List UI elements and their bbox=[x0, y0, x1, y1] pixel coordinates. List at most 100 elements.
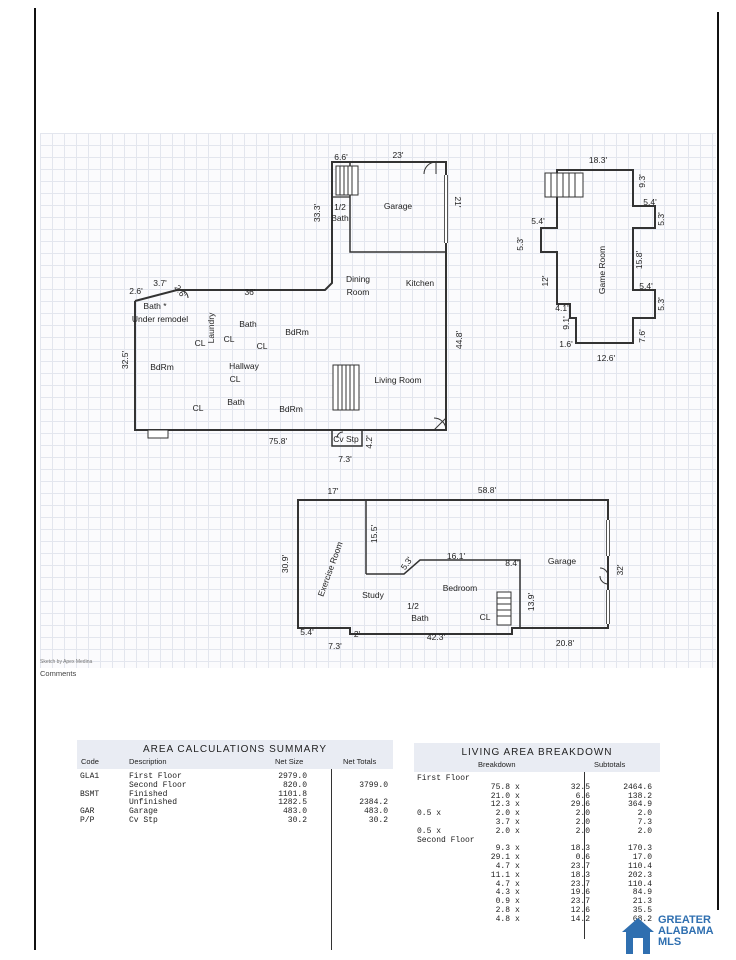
upper-dimension-label: 3.7' bbox=[153, 278, 167, 288]
summary-row-cell: 3799.0 bbox=[359, 780, 388, 790]
upper-dimension-label: 2.6' bbox=[129, 286, 143, 296]
upper-room-label: CL bbox=[193, 403, 204, 413]
stairs-upper-bath bbox=[335, 165, 359, 196]
summary-row-cell: 2384.2 bbox=[359, 798, 388, 808]
breakdown-row-cell: 9.3 bbox=[495, 844, 510, 854]
breakdown-row-cell: 29.6 bbox=[570, 800, 590, 810]
living-area-breakdown: LIVING AREA BREAKDOWN Breakdown Subtotal… bbox=[414, 743, 660, 939]
upper-floor-outline bbox=[134, 161, 447, 431]
basement-dimension-label: 17' bbox=[327, 486, 338, 496]
area-calculations-summary: AREA CALCULATIONS SUMMARY Code Descripti… bbox=[77, 740, 393, 950]
breakdown-row-cell: x bbox=[515, 809, 520, 819]
breakdown-row-cell: x bbox=[515, 914, 520, 924]
summary-row-cell: Cv Stp bbox=[129, 816, 158, 825]
summary-row-cell: Garage bbox=[129, 807, 158, 817]
badge-line-2: ALABAMA bbox=[658, 925, 714, 937]
breakdown-row-cell: 0.9 bbox=[495, 897, 510, 907]
upper-room-label: Garage bbox=[384, 201, 413, 211]
breakdown-row-cell: x bbox=[515, 844, 520, 854]
breakdown-row-cell: 23.7 bbox=[570, 897, 590, 907]
breakdown-row-cell: 21.0 bbox=[490, 791, 510, 801]
breakdown-row-cell: 14.2 bbox=[570, 914, 590, 924]
upper-room-label: CL bbox=[224, 334, 235, 344]
basement-room-label: CL bbox=[480, 612, 491, 622]
upper-dimension-label: 75.8' bbox=[269, 436, 288, 446]
upper-room-label: Hallway bbox=[229, 361, 260, 371]
upper-dimension-label: 23' bbox=[392, 150, 403, 160]
breakdown-row-cell: x bbox=[515, 870, 520, 880]
breakdown-row-cell: x bbox=[515, 791, 520, 801]
greater-alabama-mls-badge: GREATER ALABAMA MLS bbox=[618, 914, 736, 960]
basement-dimension-label: 16.1' bbox=[447, 551, 466, 561]
summary-row-cell: 1101.8 bbox=[278, 789, 307, 799]
breakdown-row-cell: x bbox=[515, 853, 520, 863]
breakdown-row-cell: 29.1 bbox=[490, 853, 510, 863]
game-dimension-label: 12.6' bbox=[597, 353, 616, 363]
breakdown-row-cell: 32.5 bbox=[570, 782, 590, 792]
basement-dimension-label: 13.9' bbox=[526, 593, 536, 612]
breakdown-row-cell: 17.0 bbox=[632, 853, 652, 863]
breakdown-row-cell: 2.0 bbox=[575, 818, 590, 827]
right-border bbox=[717, 12, 719, 910]
breakdown-row-cell: 12.6 bbox=[570, 906, 590, 915]
basement-room-label: Exercise Room bbox=[316, 540, 345, 598]
game-dimension-label: 5.3' bbox=[515, 237, 525, 251]
basement-room-label: Bedroom bbox=[443, 583, 478, 593]
upper-dimension-label: 7.3' bbox=[338, 454, 352, 464]
breakdown-row-cell: 2.0 bbox=[575, 826, 590, 836]
game-dimension-label: 12' bbox=[540, 275, 550, 286]
breakdown-col-breakdown: Breakdown bbox=[478, 760, 516, 769]
breakdown-row-cell: 21.3 bbox=[632, 897, 652, 907]
breakdown-row-cell: 18.3 bbox=[570, 844, 590, 854]
summary-row-cell: 483.0 bbox=[363, 807, 388, 817]
basement-dimension-label: 5.4' bbox=[300, 627, 314, 637]
upper-room-label: CL bbox=[195, 338, 206, 348]
summary-row-cell: 30.2 bbox=[287, 816, 307, 825]
breakdown-row-cell: 4.3 bbox=[495, 888, 510, 898]
breakdown-row-cell: Second Floor bbox=[417, 835, 475, 845]
breakdown-row-cell: 4.7 bbox=[495, 879, 510, 889]
summary-row-cell: Unfinished bbox=[129, 798, 178, 808]
upper-room-label: Bath bbox=[227, 397, 245, 407]
game-dimension-label: 5.4' bbox=[639, 281, 653, 291]
game-dimension-label: 5.4' bbox=[643, 197, 657, 207]
breakdown-row-cell: 110.4 bbox=[627, 862, 652, 871]
game-dimension-label: 4.1' bbox=[555, 303, 569, 313]
summary-col-net-size: Net Size bbox=[275, 757, 304, 766]
game-dimension-label: 9.3' bbox=[637, 174, 647, 188]
breakdown-row-cell: 2.0 bbox=[575, 809, 590, 819]
summary-row-cell: GAR bbox=[80, 807, 95, 817]
breakdown-divider bbox=[584, 772, 585, 939]
breakdown-row-cell: 2.0 bbox=[495, 826, 510, 836]
bedroom-wall bbox=[366, 559, 521, 628]
upper-room-label: Cv Stp bbox=[333, 434, 359, 444]
breakdown-row-cell: 110.4 bbox=[627, 879, 652, 889]
basement-room-label: 1/2 bbox=[407, 601, 419, 611]
upper-dimension-label: 6.6' bbox=[334, 152, 348, 162]
upper-room-label: Under remodel bbox=[132, 314, 188, 324]
summary-col-description: Description bbox=[129, 757, 167, 766]
upper-dimension-label: 2.6' bbox=[173, 283, 189, 300]
breakdown-row-cell: 19.6 bbox=[570, 888, 590, 898]
floor-plan-sketch: 6.6'23'21'33.3'3.7'2.6'2.6'36'32.5'44.8'… bbox=[120, 150, 666, 651]
basement-dimension-label: 20.8' bbox=[556, 638, 575, 648]
breakdown-row-cell: x bbox=[515, 800, 520, 810]
game-room-label: Game Room bbox=[597, 246, 607, 294]
breakdown-row-cell: 170.3 bbox=[627, 844, 652, 854]
game-dimension-label: 9.1' bbox=[561, 316, 571, 330]
breakdown-row-cell: 68.2 bbox=[632, 914, 652, 924]
breakdown-row-cell: 35.5 bbox=[632, 906, 652, 915]
summary-row-cell: 1282.5 bbox=[278, 798, 307, 808]
breakdown-col-subtotals: Subtotals bbox=[594, 760, 626, 769]
